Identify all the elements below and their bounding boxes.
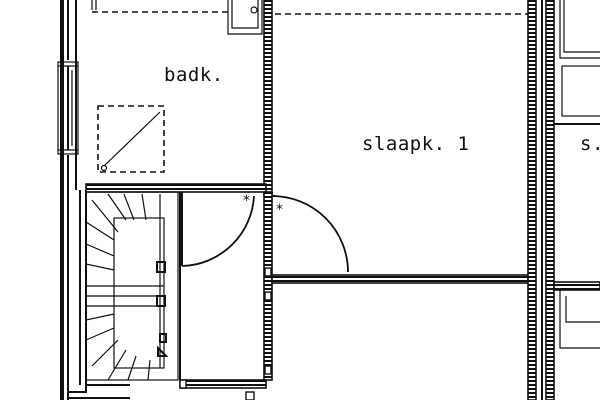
staircase — [85, 191, 181, 381]
wall-post — [179, 379, 187, 389]
svg-text:*: * — [243, 193, 250, 209]
room-label-bedroom1: slaapk. 1 — [362, 133, 469, 155]
asterisk-icon: * — [243, 193, 250, 209]
room-label-bedroom-partial: s. — [580, 133, 600, 155]
wall-post — [264, 267, 272, 277]
room-label-bathroom: badk. — [164, 64, 224, 86]
top-fixture — [91, 0, 263, 35]
window-left — [57, 61, 79, 155]
wall-bedroom1-bottom — [271, 274, 529, 284]
wall-right — [527, 0, 555, 400]
wall-post — [245, 391, 255, 400]
landing — [179, 191, 273, 389]
neighbour-fixture — [553, 0, 600, 349]
door-bedroom1 — [271, 195, 349, 273]
exterior-wall-left — [60, 0, 130, 400]
wall-bathroom-bedroom — [263, 0, 273, 196]
svg-text:*: * — [276, 202, 283, 218]
wall-post — [264, 291, 272, 301]
shower-tray-icon — [97, 105, 165, 173]
asterisk-icon: * — [276, 202, 283, 218]
wall-post — [264, 365, 272, 375]
wall-bathroom-bottom — [85, 183, 267, 193]
door-bathroom — [181, 192, 255, 267]
